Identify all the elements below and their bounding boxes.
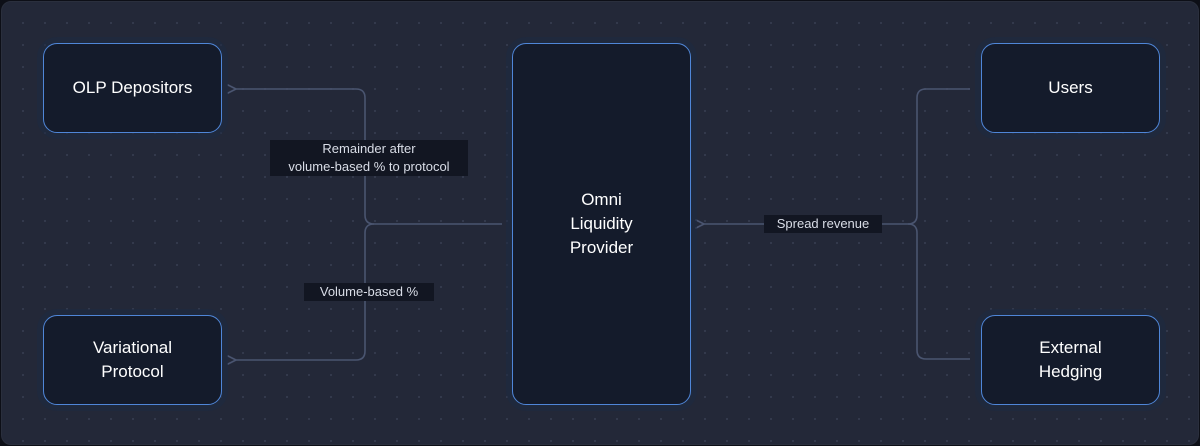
node-omni-line2: Liquidity <box>570 214 633 233</box>
node-olp-depositors-label: OLP Depositors <box>72 78 193 97</box>
node-users: Users <box>981 43 1160 133</box>
node-omni-liquidity-provider: Omni Liquidity Provider <box>512 43 691 405</box>
edge-to-olp-depositors <box>227 84 375 225</box>
node-variational-protocol-line2: Protocol <box>101 362 164 381</box>
edge-label-remainder: Remainder after volume-based % to protoc… <box>270 140 468 176</box>
edge-label-remainder-line2: volume-based % to protocol <box>288 159 450 174</box>
node-external-hedging: External Hedging <box>981 315 1160 405</box>
edge-label-remainder-line1: Remainder after <box>322 141 416 156</box>
edge-label-volume-based: Volume-based % <box>304 283 434 301</box>
node-external-hedging-line2: Hedging <box>1038 362 1103 381</box>
edge-to-variational-protocol <box>227 223 375 365</box>
node-omni-line3: Provider <box>569 238 634 257</box>
edge-from-external-hedging <box>907 223 970 360</box>
edge-label-spread-revenue: Spread revenue <box>764 215 882 233</box>
node-external-hedging-line1: External <box>1039 338 1102 357</box>
node-variational-protocol-line1: Variational <box>92 338 173 357</box>
node-users-label: Users <box>1048 78 1093 97</box>
node-olp-depositors: OLP Depositors <box>43 43 222 133</box>
node-omni-line1: Omni <box>581 190 622 209</box>
node-variational-protocol: Variational Protocol <box>43 315 222 405</box>
edge-from-users <box>907 88 970 225</box>
